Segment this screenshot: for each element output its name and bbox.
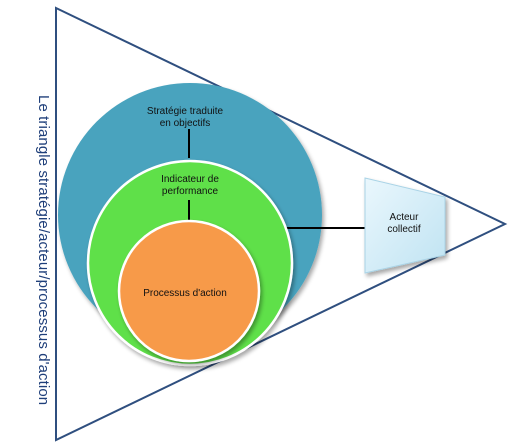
inner-circle-label: Processus d'action	[130, 288, 240, 300]
actor-label-line: collectif	[387, 224, 421, 235]
outer-circle-label-line: Stratégie traduite	[146, 106, 224, 117]
side-title: Le triangle stratégie/acteur/processus d…	[35, 94, 52, 406]
actor-shape	[364, 177, 446, 274]
inner-circle-label-line: Processus d'action	[143, 288, 227, 299]
middle-circle-label-line: Indicateur de	[161, 174, 219, 185]
actor-label-line: Acteur	[389, 212, 419, 223]
outer-circle-label: Stratégie traduite en objectifs	[130, 106, 240, 130]
middle-circle-label-line: performance	[161, 186, 219, 197]
actor-label: Acteur collectif	[372, 212, 436, 236]
middle-circle-label: Indicateur de performance	[140, 174, 240, 198]
outer-circle-label-line: en objectifs	[159, 118, 211, 129]
inner-circle-process	[117, 219, 261, 363]
